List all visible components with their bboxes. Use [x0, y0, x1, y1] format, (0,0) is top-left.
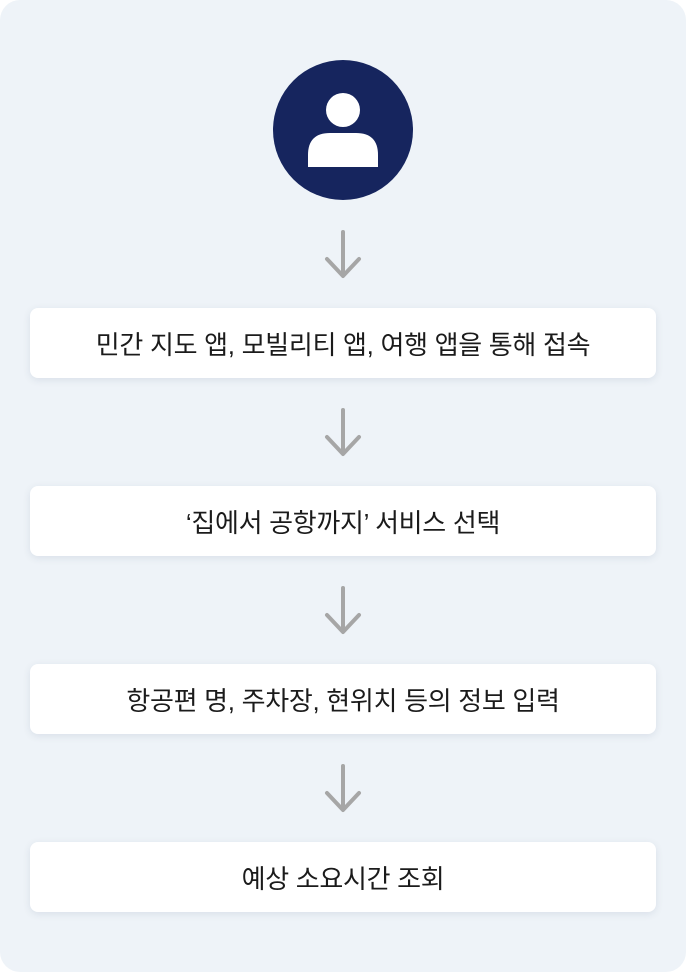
arrow-down-icon — [324, 586, 362, 636]
flow-step-select-service: ‘집에서 공항까지’ 서비스 선택 — [30, 486, 656, 556]
flow-step-label: 항공편 명, 주차장, 현위치 등의 정보 입력 — [126, 685, 560, 716]
flow-step-view-time: 예상 소요시간 조회 — [30, 842, 656, 912]
flow-step-label: ‘집에서 공항까지’ 서비스 선택 — [185, 507, 501, 538]
user-icon — [308, 93, 378, 167]
flow-step-label: 민간 지도 앱, 모빌리티 앱, 여행 앱을 통해 접속 — [95, 329, 591, 360]
flow-step-access: 민간 지도 앱, 모빌리티 앱, 여행 앱을 통해 접속 — [30, 308, 656, 378]
flow-step-label: 예상 소요시간 조회 — [241, 863, 445, 894]
flow-step-enter-info: 항공편 명, 주차장, 현위치 등의 정보 입력 — [30, 664, 656, 734]
arrow-down-icon — [324, 408, 362, 458]
arrow-down-icon — [324, 230, 362, 280]
user-avatar — [273, 60, 413, 200]
arrow-down-icon — [324, 764, 362, 814]
